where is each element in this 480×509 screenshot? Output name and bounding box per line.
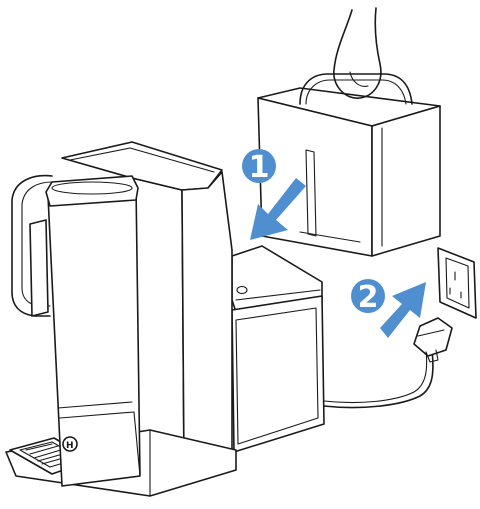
hydrogen-badge-icon: H [63, 437, 77, 451]
hand-icon [334, 8, 381, 98]
step-2-marker: 2 [351, 279, 385, 315]
step-1-number: 1 [249, 150, 270, 185]
power-cord [324, 350, 433, 408]
step-2-number: 2 [358, 280, 379, 315]
base-unit [232, 246, 324, 452]
svg-text:H: H [66, 441, 74, 451]
power-outlet-icon [438, 248, 476, 318]
